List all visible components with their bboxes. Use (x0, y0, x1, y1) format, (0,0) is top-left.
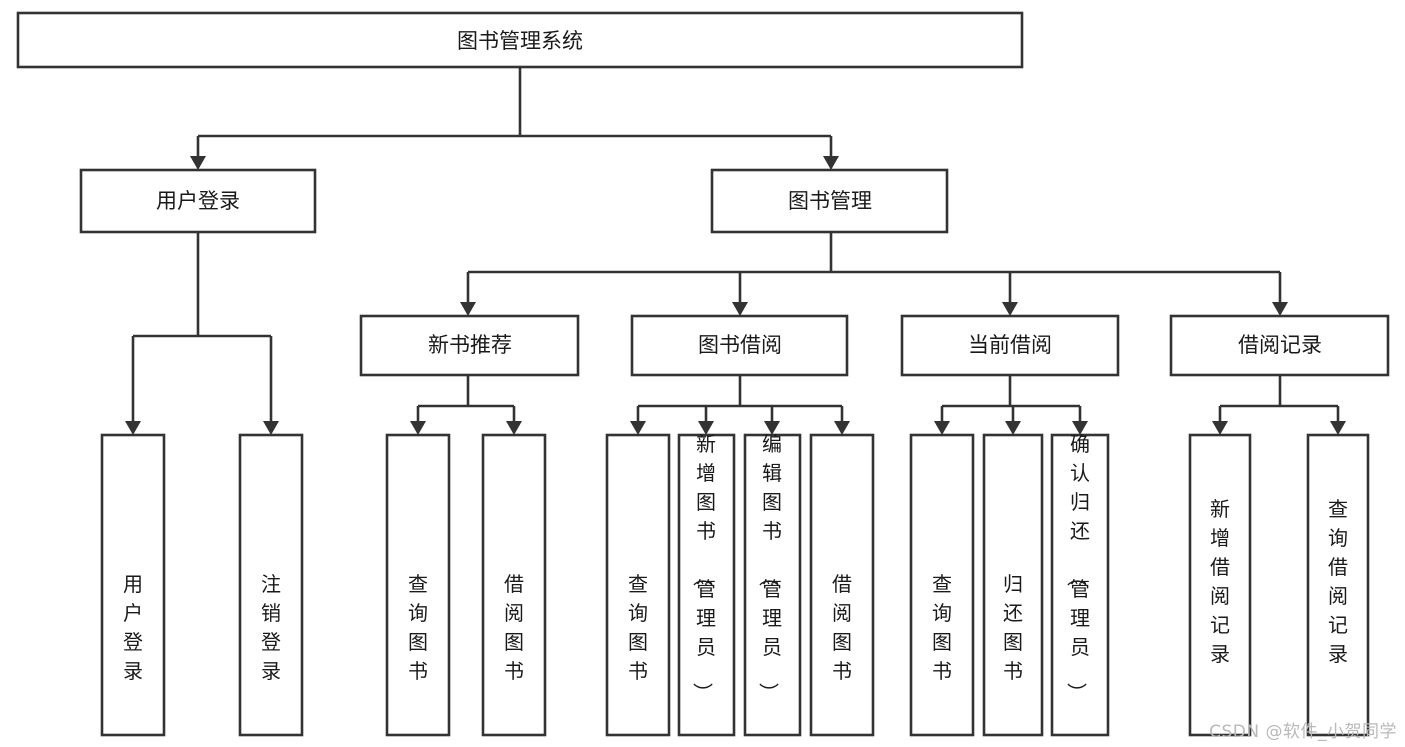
arrowhead-userlogin-leaf1 (125, 421, 141, 435)
node-new-book-recommend-box[interactable] (359, 314, 580, 377)
node-root-box[interactable] (16, 11, 1024, 69)
leaf-borrow-book-label: 借阅图书 (832, 572, 852, 683)
leaf-query-book-newbook-label: 查询图书 (408, 572, 428, 683)
leaf-return-book[interactable]: 归还图书 (982, 433, 1044, 737)
arrowhead-user-login (190, 156, 206, 170)
connector-group-current-to-leaves (934, 375, 1088, 435)
leaf-add-book-admin-label: 新增图书（管理员） (691, 432, 716, 703)
arrowhead-newbook-leaf2 (506, 421, 522, 435)
leaf-edit-book-admin-box[interactable] (743, 433, 802, 737)
connector-group-userlogin-to-leaves (125, 232, 279, 435)
leaf-borrow-book-newbook-box[interactable] (481, 433, 547, 737)
arrowhead-userlogin-leaf2 (263, 421, 279, 435)
leaf-add-book-admin[interactable]: 新增图书（管理员） (677, 432, 736, 737)
leaf-confirm-return-admin-label: 确认归还（管理员） (1065, 432, 1090, 703)
arrowhead-borrow-leaf3 (764, 421, 780, 435)
leaf-query-book-borrow-box[interactable] (605, 433, 671, 737)
arrowhead-book-manage (823, 156, 839, 170)
leaf-add-borrow-record[interactable]: 新增借阅记录 (1188, 433, 1252, 737)
leaf-user-login-box[interactable] (100, 433, 166, 737)
leaf-query-book-borrow-label: 查询图书 (628, 572, 648, 683)
node-book-borrow-box[interactable] (630, 314, 849, 377)
arrowhead-borrow-leaf2 (698, 421, 714, 435)
node-book-borrow[interactable]: 图书借阅 (630, 314, 849, 377)
leaf-query-book-newbook[interactable]: 查询图书 (385, 433, 451, 737)
arrowhead-newbook-leaf1 (410, 421, 426, 435)
node-current-borrow[interactable]: 当前借阅 (900, 314, 1120, 377)
arrowhead-current-leaf1 (934, 421, 950, 435)
leaf-query-borrow-record-label: 查询借阅记录 (1328, 497, 1348, 666)
arrowhead-record (1272, 302, 1288, 316)
arrowhead-borrow-leaf1 (630, 421, 646, 435)
arrowhead-current (1002, 302, 1018, 316)
leaf-add-borrow-record-label: 新增借阅记录 (1210, 497, 1230, 666)
arrowhead-record-leaf2 (1330, 421, 1346, 435)
arrowhead-record-leaf1 (1212, 421, 1228, 435)
node-current-borrow-box[interactable] (900, 314, 1120, 377)
leaf-query-book-borrow[interactable]: 查询图书 (605, 433, 671, 737)
connector-group-bookmanage-to-level3 (460, 232, 1288, 316)
leaf-logout-label: 注销登录 (261, 572, 281, 683)
node-book-manage-label: 图书管理 (788, 189, 872, 213)
leaf-borrow-book[interactable]: 借阅图书 (809, 433, 875, 737)
leaf-borrow-book-newbook-label: 借阅图书 (504, 572, 524, 683)
arrowhead-newbook (460, 302, 476, 316)
leaf-confirm-return-admin-box[interactable] (1050, 433, 1110, 737)
leaf-edit-book-admin-label: 编辑图书（管理员） (757, 432, 782, 703)
leaf-borrow-book-newbook[interactable]: 借阅图书 (481, 433, 547, 737)
connector-group-root-to-level2 (190, 67, 839, 170)
leaf-user-login-label: 用户登录 (123, 572, 143, 683)
node-user-login[interactable]: 用户登录 (79, 168, 317, 234)
leaf-query-borrow-record[interactable]: 查询借阅记录 (1306, 433, 1370, 737)
arrowhead-current-leaf3 (1072, 421, 1088, 435)
node-new-book-recommend-label: 新书推荐 (428, 333, 512, 357)
leaf-borrow-book-box[interactable] (809, 433, 875, 737)
node-user-login-label: 用户登录 (156, 189, 240, 213)
leaf-query-book-newbook-box[interactable] (385, 433, 451, 737)
node-book-manage[interactable]: 图书管理 (710, 168, 949, 234)
leaf-add-book-admin-box[interactable] (677, 433, 736, 737)
leaf-logout[interactable]: 注销登录 (238, 433, 304, 737)
node-new-book-recommend[interactable]: 新书推荐 (359, 314, 580, 377)
node-root[interactable]: 图书管理系统 (16, 11, 1024, 69)
node-borrow-record-label: 借阅记录 (1238, 333, 1322, 357)
arrowhead-current-leaf2 (1005, 421, 1021, 435)
connector-group-borrow-to-leaves (630, 375, 850, 435)
leaf-query-book-current[interactable]: 查询图书 (909, 433, 975, 737)
leaf-edit-book-admin[interactable]: 编辑图书（管理员） (743, 432, 802, 737)
node-user-login-box[interactable] (79, 168, 317, 234)
leaf-logout-box[interactable] (238, 433, 304, 737)
node-borrow-record-box[interactable] (1169, 314, 1390, 377)
connector-group-record-to-leaves (1212, 375, 1346, 435)
arrowhead-borrow-leaf4 (834, 421, 850, 435)
leaf-return-book-label: 归还图书 (1003, 572, 1023, 683)
leaf-query-book-current-box[interactable] (909, 433, 975, 737)
leaf-add-borrow-record-box[interactable] (1188, 433, 1252, 737)
leaf-query-book-current-label: 查询图书 (932, 572, 952, 683)
connector-group-newbook-to-leaves (410, 375, 522, 435)
node-current-borrow-label: 当前借阅 (968, 333, 1052, 357)
node-root-label: 图书管理系统 (457, 29, 583, 53)
node-borrow-record[interactable]: 借阅记录 (1169, 314, 1390, 377)
leaf-confirm-return-admin[interactable]: 确认归还（管理员） (1050, 432, 1110, 737)
node-book-borrow-label: 图书借阅 (698, 333, 782, 357)
leaf-return-book-box[interactable] (982, 433, 1044, 737)
leaf-user-login[interactable]: 用户登录 (100, 433, 166, 737)
node-book-manage-box[interactable] (710, 168, 949, 234)
arrowhead-borrow (732, 302, 748, 316)
leaf-query-borrow-record-box[interactable] (1306, 433, 1370, 737)
